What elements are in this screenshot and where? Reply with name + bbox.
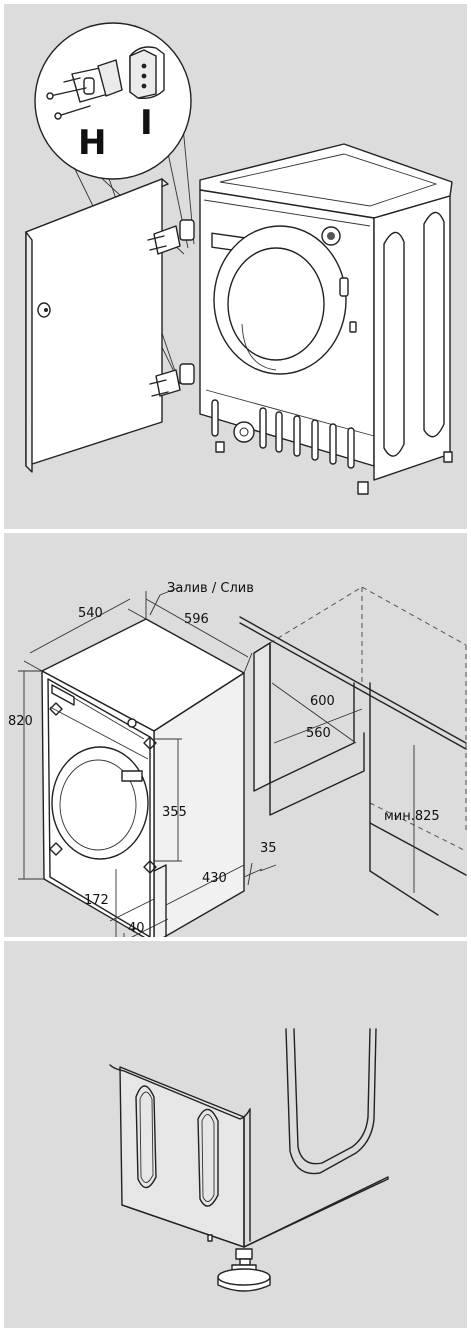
lower-hinge — [149, 363, 195, 397]
hinge-part-i — [129, 46, 165, 100]
label-bottom-depth: 430 — [202, 871, 227, 886]
machine-lower-corner — [109, 1064, 389, 1248]
hinge-detail-circle: H I — [34, 22, 192, 180]
label-niche-depth: 560 — [306, 726, 331, 741]
label-niche-min-height: мин.825 — [384, 809, 440, 824]
hinge-mounting-drawing: H I — [25, 22, 453, 495]
foot-detail-drawing — [109, 1028, 389, 1292]
hinge-markers — [49, 702, 157, 874]
upper-hinge — [147, 219, 195, 255]
label-inlet-drain: Залив / Слив — [167, 581, 254, 596]
machine-box — [41, 618, 245, 937]
label-h: H — [78, 123, 106, 163]
label-hinge-spacing: 355 — [162, 805, 187, 820]
label-i: I — [140, 103, 153, 143]
label-door-offset: 40 — [128, 921, 145, 936]
label-depth: 540 — [78, 606, 103, 621]
hinge-mounting-panel: H I — [4, 4, 467, 529]
hinge-part-h — [46, 59, 123, 120]
drain-hose — [285, 1028, 377, 1175]
foot-detail-panel — [4, 941, 467, 1328]
washing-machine — [199, 143, 453, 495]
dimension-labels: Залив / Слив 540 596 820 600 560 мин.825… — [8, 581, 440, 936]
label-hinge-bottom: 172 — [84, 893, 109, 908]
label-niche-width: 600 — [310, 694, 335, 709]
adjustable-foot — [217, 1248, 271, 1292]
dimension-lines — [18, 586, 415, 937]
label-back-gap: 35 — [260, 841, 277, 856]
label-height: 820 — [8, 714, 33, 729]
label-width: 596 — [184, 612, 209, 627]
niche-cabinet — [239, 586, 467, 916]
dimensions-drawing: Залив / Слив 540 596 820 600 560 мин.825… — [8, 581, 467, 937]
furniture-door — [25, 178, 169, 473]
dimensions-panel: Залив / Слив 540 596 820 600 560 мин.825… — [4, 533, 467, 937]
